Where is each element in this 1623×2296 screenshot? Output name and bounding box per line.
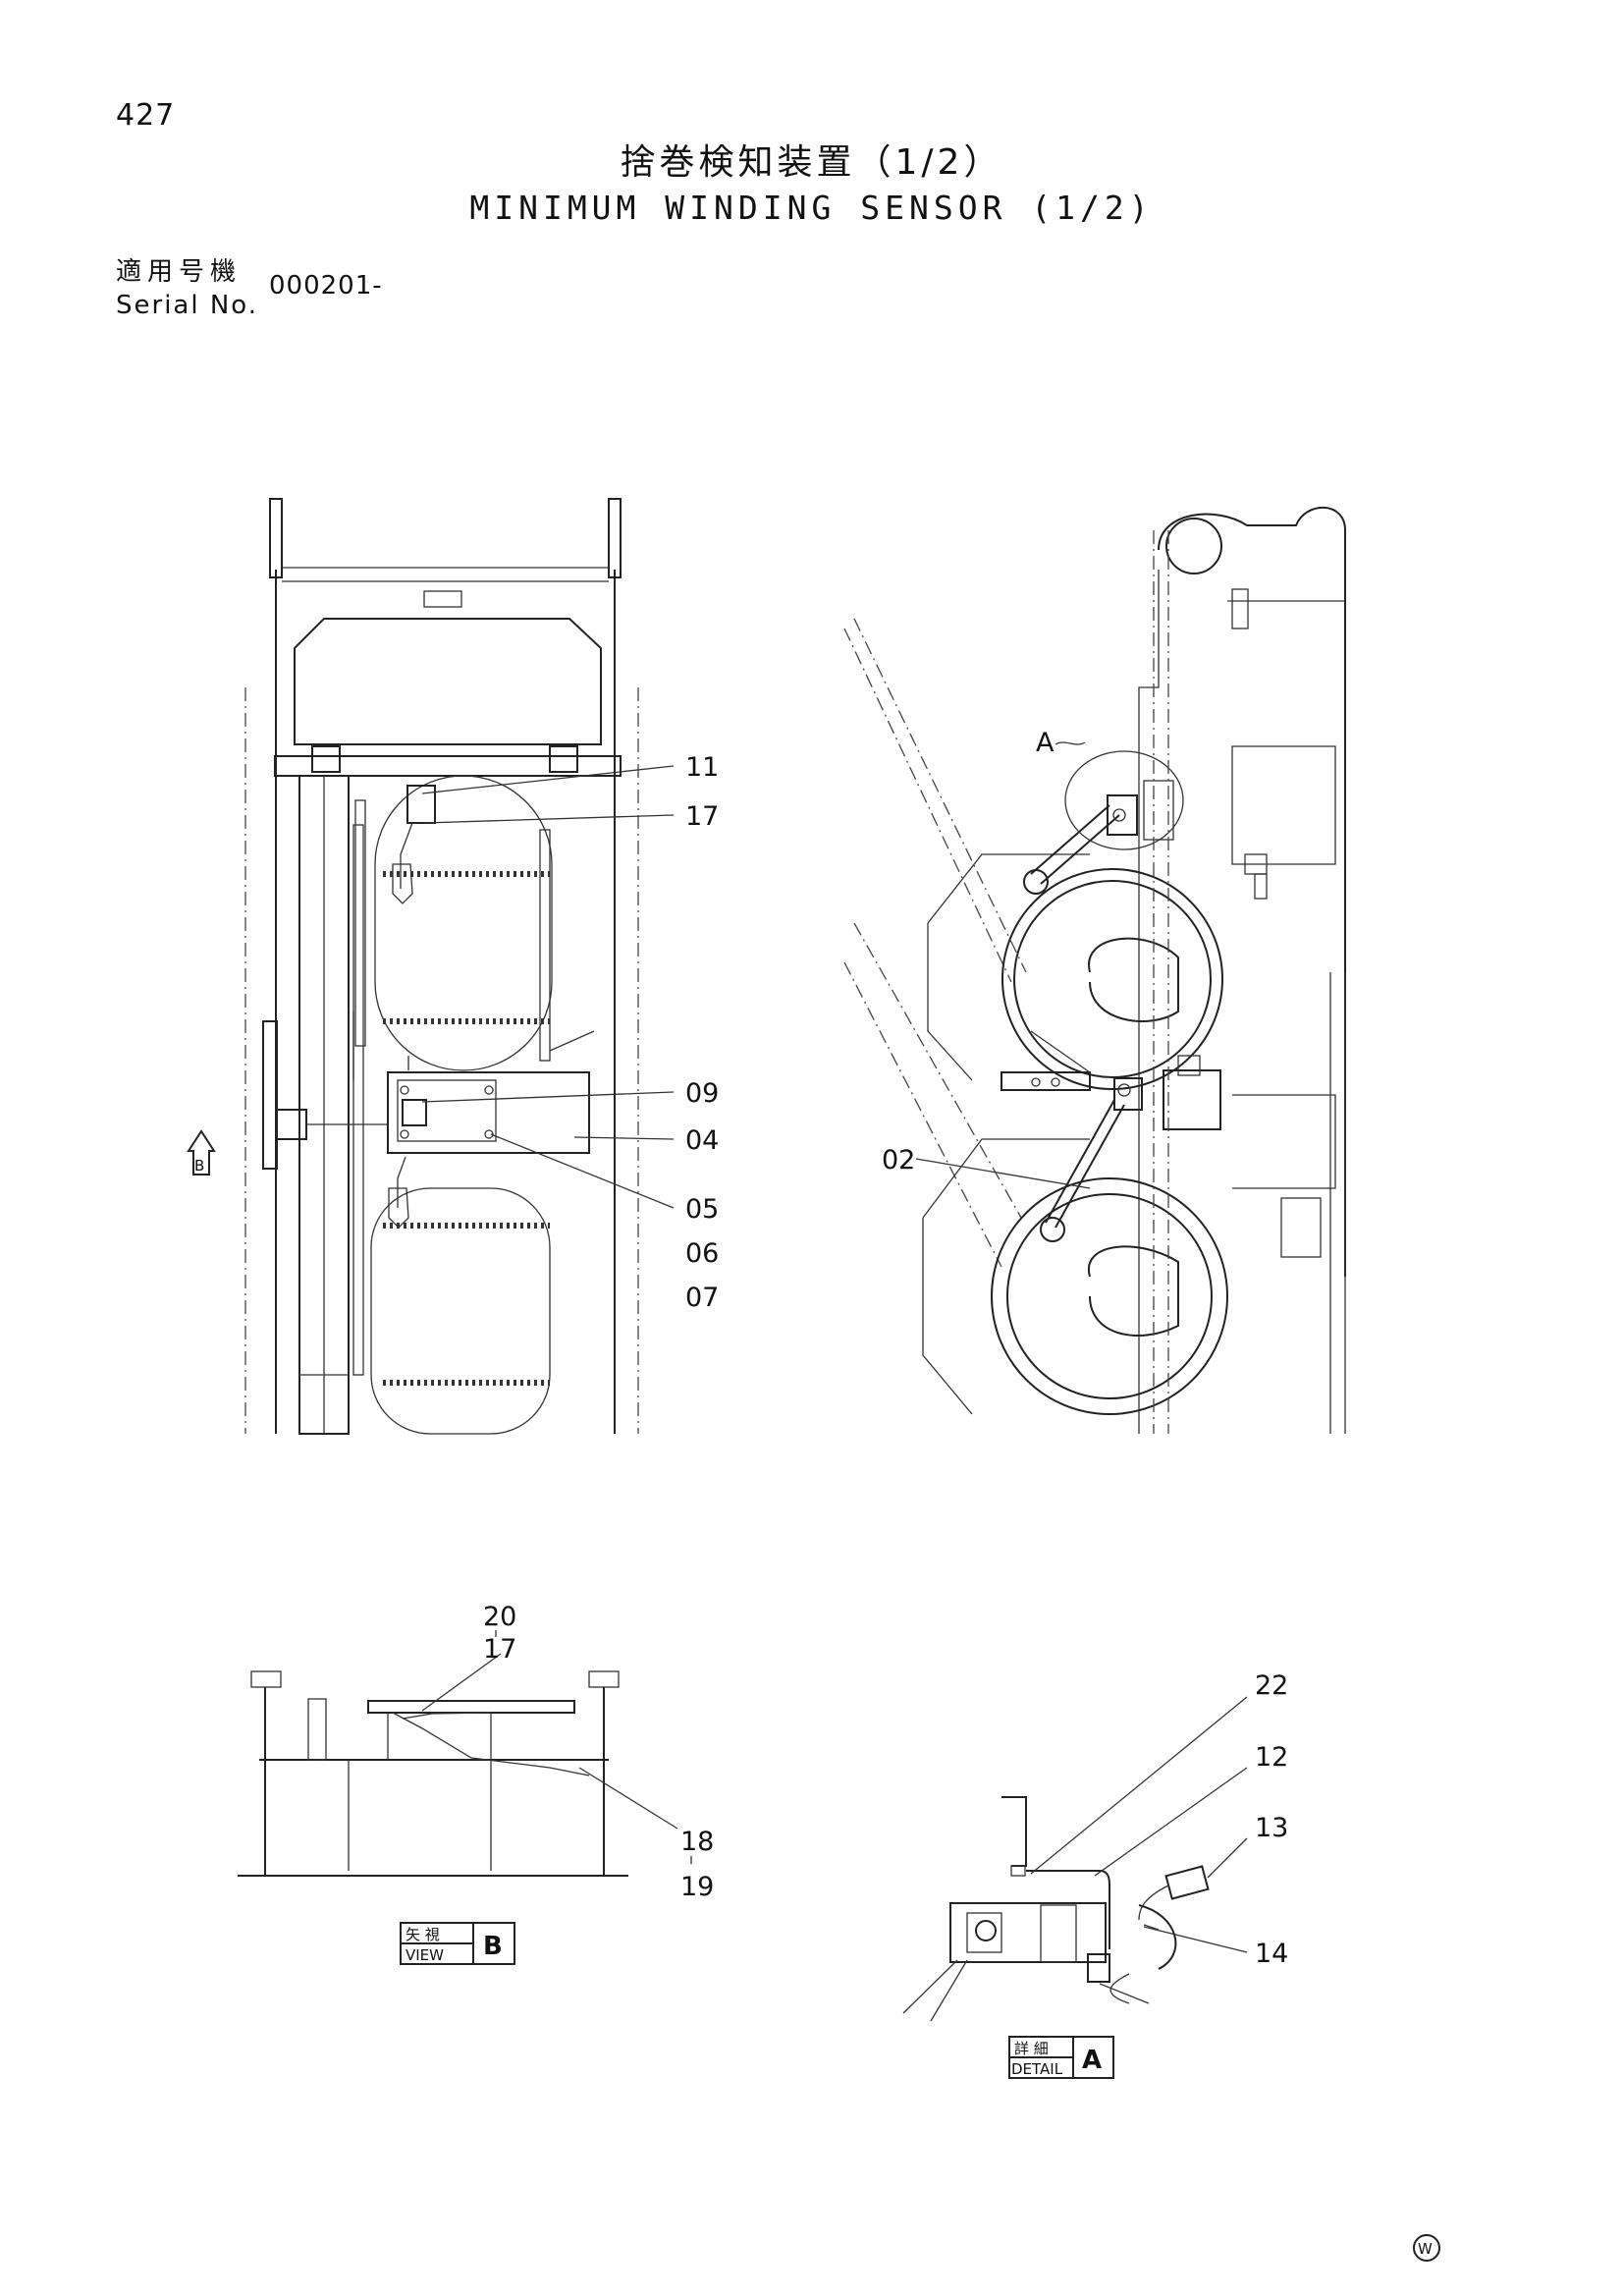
callout-06: 06 (685, 1238, 719, 1269)
callout-17b-leader (421, 1653, 502, 1712)
detail-a-label-japanese: 詳 細 (1014, 2040, 1049, 2057)
detail-a-label-english: DETAIL (1011, 2060, 1063, 2078)
callout-12-leader (1094, 1767, 1248, 1877)
callout-22: 22 (1255, 1670, 1288, 1701)
serial-label-japanese: 適用号機 (116, 257, 243, 287)
footer-mark-letter: W (1418, 2240, 1433, 2258)
page-title-japanese: 捨巻検知装置（1/2） (620, 142, 1003, 183)
callout-14-leader (1143, 1926, 1248, 1953)
callout-18: 18 (680, 1827, 714, 1857)
callout-13-leader (1207, 1837, 1248, 1879)
callout-13: 13 (1255, 1813, 1288, 1843)
callout-12: 12 (1255, 1742, 1288, 1773)
page-number: 427 (116, 98, 176, 133)
view-b-drawing (238, 1670, 628, 1877)
callout-05: 05 (685, 1194, 719, 1225)
view-b-label-letter: B (483, 1932, 503, 1961)
callout-09: 09 (685, 1078, 719, 1109)
view-b-label: 矢 視 VIEW B (400, 1922, 515, 1965)
view-b-marker-letter: B (194, 1157, 204, 1175)
detail-a-drawing (902, 1796, 1210, 2022)
left-view-leaders (421, 765, 675, 1209)
view-b-label-english: VIEW (406, 1946, 444, 1964)
callout-18-leader (578, 1767, 678, 1830)
detail-a-label-letter: A (1082, 2046, 1102, 2075)
callout-19: 19 (680, 1872, 714, 1902)
callout-22-leader (1030, 1696, 1248, 1875)
serial-label-english: Serial No. (116, 291, 258, 320)
right-side-view-drawing (843, 506, 1346, 1434)
callout-a-leader (1055, 741, 1086, 745)
left-top-view-drawing (244, 498, 639, 1435)
callout-11: 11 (685, 752, 719, 783)
footer-circled-mark: W (1413, 2234, 1440, 2262)
callout-17-view-b: 17 (483, 1634, 516, 1665)
page-title-english: MINIMUM WINDING SENSOR (1/2) (469, 189, 1154, 227)
view-b-label-japanese: 矢 視 (406, 1926, 440, 1943)
detail-a-label: 詳 細 DETAIL A (1008, 2036, 1114, 2079)
callout-a: A (1036, 728, 1055, 758)
callout-20: 20 (483, 1602, 516, 1632)
callout-04: 04 (685, 1125, 719, 1156)
callout-17: 17 (685, 801, 719, 832)
callout-14: 14 (1255, 1939, 1288, 1969)
serial-number-value: 000201- (269, 271, 383, 301)
callout-07: 07 (685, 1283, 719, 1313)
view-b-marker: B (187, 1129, 216, 1175)
callout-02: 02 (882, 1145, 915, 1175)
callout-02-leader (915, 1158, 1091, 1189)
